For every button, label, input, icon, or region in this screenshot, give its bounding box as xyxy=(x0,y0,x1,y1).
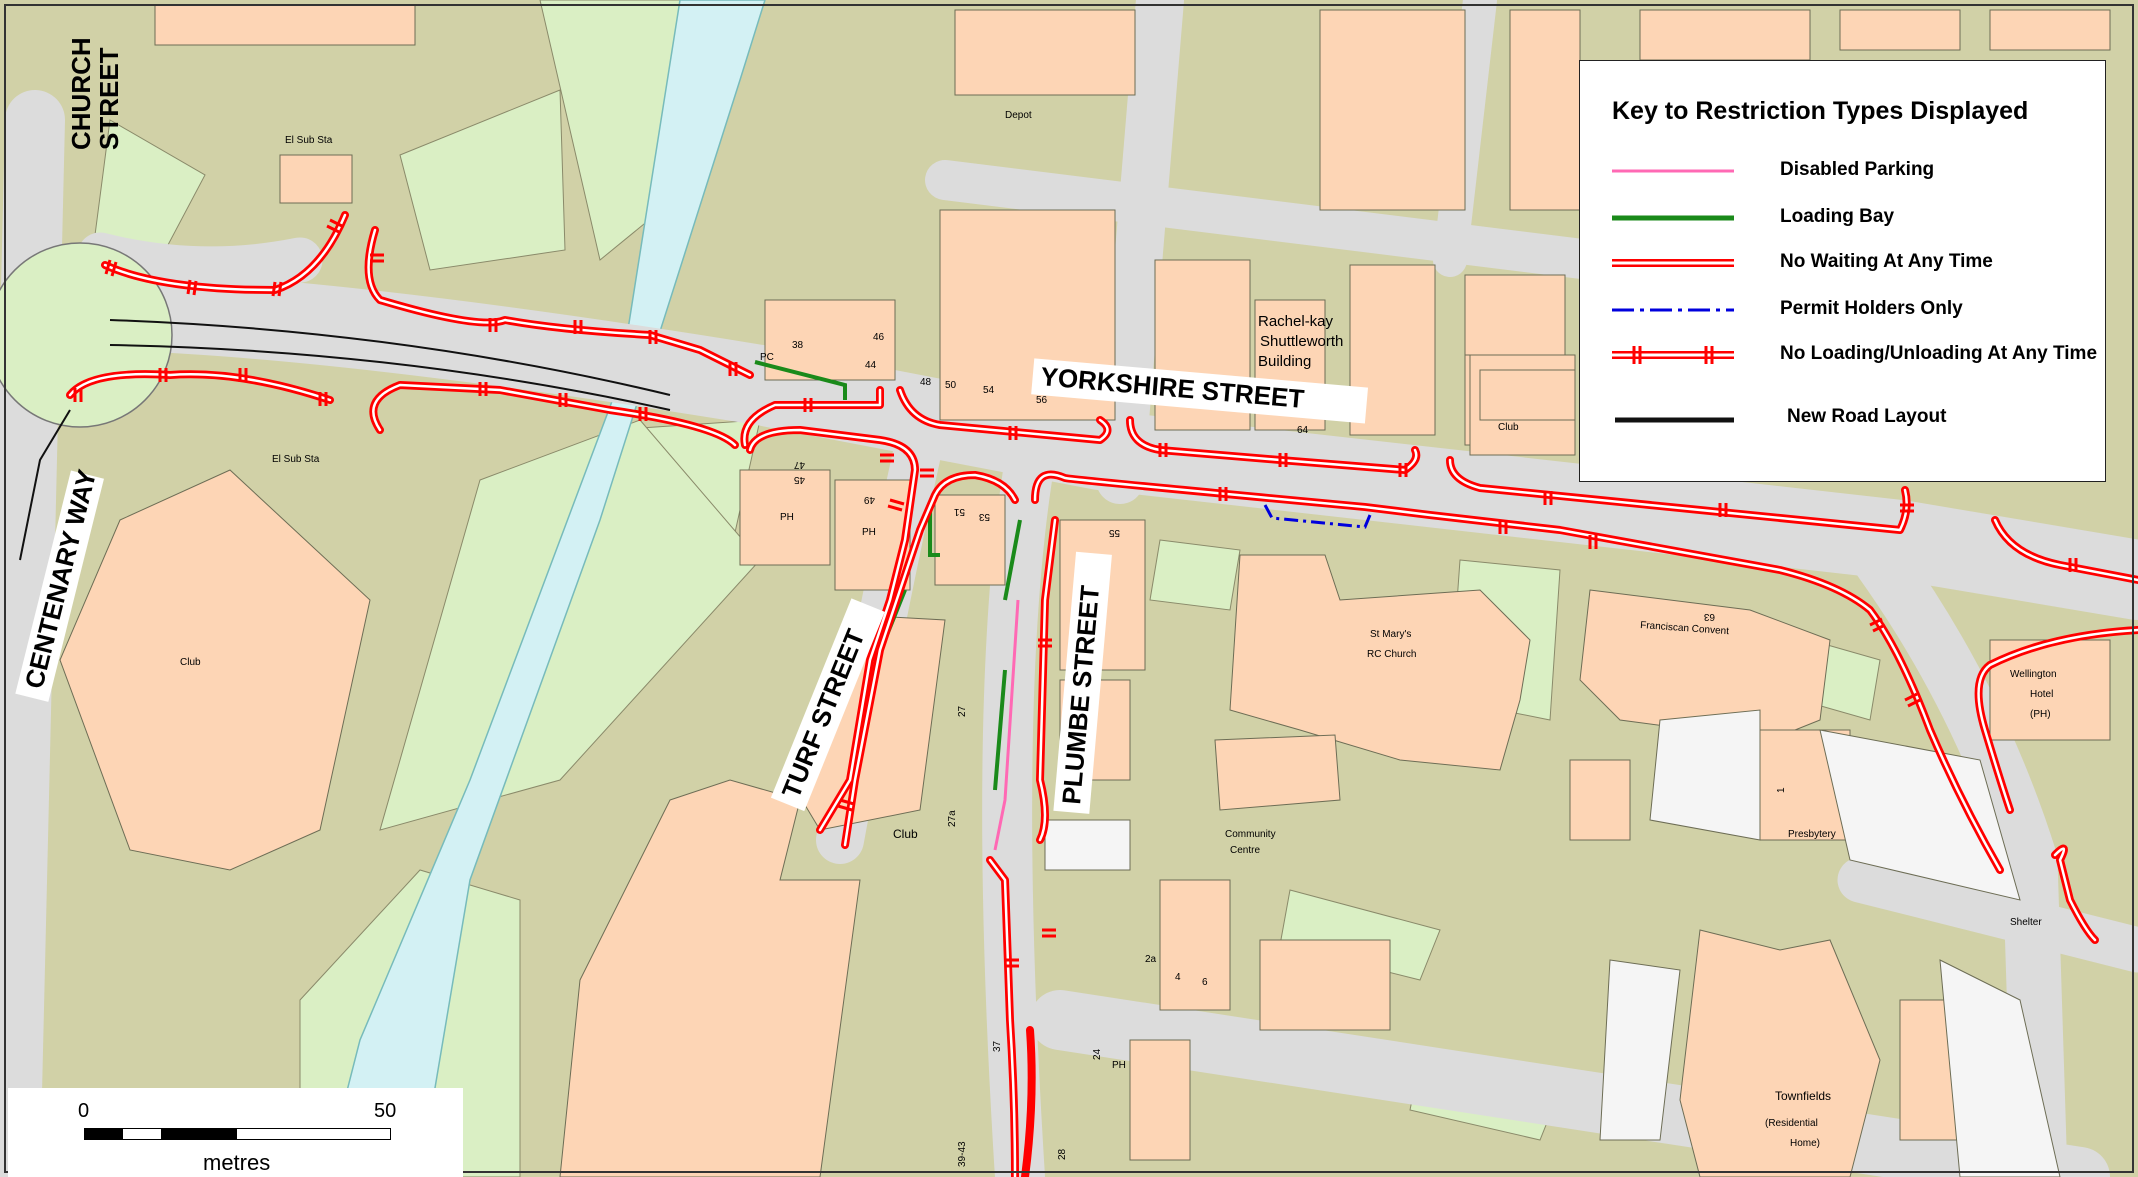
legend-label: Loading Bay xyxy=(1780,206,1895,227)
no-waiting-inner xyxy=(68,213,2138,1177)
house-number: 48 xyxy=(920,377,932,388)
street-church-1: CHURCH xyxy=(66,37,96,150)
house-number: 37 xyxy=(992,1040,1003,1052)
house-number: 50 xyxy=(945,380,957,391)
label-community-1: Community xyxy=(1225,829,1276,840)
house-number: 55 xyxy=(1108,527,1120,538)
label-townfields-1: Townfields xyxy=(1775,1089,1831,1103)
house-number: 47 xyxy=(793,459,805,470)
label-ph: PH xyxy=(1112,1060,1126,1071)
house-number: 38 xyxy=(792,340,804,351)
house-number: 2a xyxy=(1145,954,1157,965)
house-numbers: 38 46 44 48 50 54 56 64 45 47 49 51 53 5… xyxy=(760,332,1787,1167)
label-st-marys-1: St Mary's xyxy=(1370,629,1411,640)
label-depot: Depot xyxy=(1005,110,1032,121)
legend-label: No Loading/Unloading At Any Time xyxy=(1780,343,2098,364)
label-rachel-kay-2: Shuttleworth xyxy=(1260,333,1343,350)
label-st-marys-2: RC Church xyxy=(1367,649,1416,660)
label-shelter: Shelter xyxy=(2010,917,2042,928)
scale-unit: metres xyxy=(203,1150,271,1175)
legend-item-new-road-layout: New Road Layout xyxy=(1612,406,2092,446)
legend-label: New Road Layout xyxy=(1787,406,1947,427)
disabled-parking-symbol xyxy=(1612,169,1734,173)
no-loading-ticks xyxy=(73,218,2078,968)
label-club: Club xyxy=(1498,422,1519,433)
scale-start: 0 xyxy=(78,1100,90,1122)
label-ph: PH xyxy=(780,512,794,523)
label-club: Club xyxy=(893,827,918,841)
label-rachel-kay-3: Building xyxy=(1258,353,1311,370)
house-number: 28 xyxy=(1057,1148,1068,1160)
label-wellington-1: Wellington xyxy=(2010,669,2057,680)
label-wellington-2: Hotel xyxy=(2030,689,2053,700)
label-wellington-3: (PH) xyxy=(2030,709,2051,720)
label-el-sub-sta: El Sub Sta xyxy=(272,454,320,465)
label-presbytery: Presbytery xyxy=(1788,829,1836,840)
legend-label: Disabled Parking xyxy=(1780,159,1935,180)
label-el-sub-sta: El Sub Sta xyxy=(285,135,333,146)
house-number: PC xyxy=(760,352,774,363)
label-townfields-3: Home) xyxy=(1790,1138,1820,1149)
street-church-2: STREET xyxy=(94,47,124,150)
house-number: 45 xyxy=(793,474,805,485)
house-number: 53 xyxy=(978,511,990,522)
legend-item-disabled-parking: Disabled Parking xyxy=(1612,159,2092,199)
house-number: 51 xyxy=(953,506,965,517)
legend-title: Key to Restriction Types Displayed xyxy=(1612,97,2029,125)
permit-holders-line xyxy=(1263,504,1372,529)
label-club: Club xyxy=(180,657,201,668)
disabled-parking-line xyxy=(993,599,1020,851)
legend-item-loading-bay: Loading Bay xyxy=(1612,206,2092,246)
canal xyxy=(324,0,766,1177)
label-townfields-2: (Residential xyxy=(1765,1118,1818,1129)
legend: Key to Restriction Types Displayed Disab… xyxy=(1579,60,2106,482)
scale-end: 50 xyxy=(374,1100,397,1122)
legend-item-no-loading: No Loading/Unloading At Any Time xyxy=(1612,343,2097,403)
house-number: 27 xyxy=(957,705,968,717)
house-number: 54 xyxy=(983,385,995,396)
house-number: 24 xyxy=(1092,1048,1103,1060)
house-number: 1 xyxy=(1776,787,1787,793)
permit-holders-symbol xyxy=(1612,308,1734,312)
place-labels: El Sub Sta El Sub Sta Depot Club Club Cl… xyxy=(180,110,2057,1149)
house-number: 39-43 xyxy=(957,1141,968,1167)
legend-item-permit-holders: Permit Holders Only xyxy=(1612,298,2092,338)
no-loading-symbol xyxy=(1612,346,1734,364)
house-number: 63 xyxy=(1703,611,1715,622)
house-number: 49 xyxy=(863,494,875,505)
label-community-2: Centre xyxy=(1230,845,1260,856)
label-ph: PH xyxy=(862,527,876,538)
house-number: 44 xyxy=(865,360,877,371)
no-waiting-symbol xyxy=(1612,259,1734,267)
new-road-layout xyxy=(19,319,671,561)
white-areas xyxy=(1044,709,2061,1177)
scale-bar-graphic xyxy=(84,1128,391,1140)
legend-item-no-waiting: No Waiting At Any Time xyxy=(1612,251,2092,291)
legend-label: Permit Holders Only xyxy=(1780,298,1963,319)
house-number: 27a xyxy=(947,810,958,827)
loading-bay-symbol xyxy=(1612,215,1734,221)
house-number: 46 xyxy=(873,332,885,343)
roundabout xyxy=(0,242,173,428)
scale-bar: 0 50 metres xyxy=(8,1088,463,1177)
house-number: 6 xyxy=(1202,977,1208,988)
map-frame xyxy=(4,4,2134,1173)
house-number: 56 xyxy=(1036,395,1048,406)
label-rachel-kay-1: Rachel-kay xyxy=(1258,313,1334,330)
house-number: 64 xyxy=(1297,425,1309,436)
new-road-layout-symbol xyxy=(1615,417,1734,423)
house-number: 4 xyxy=(1175,972,1181,983)
legend-label: No Waiting At Any Time xyxy=(1780,251,1993,272)
